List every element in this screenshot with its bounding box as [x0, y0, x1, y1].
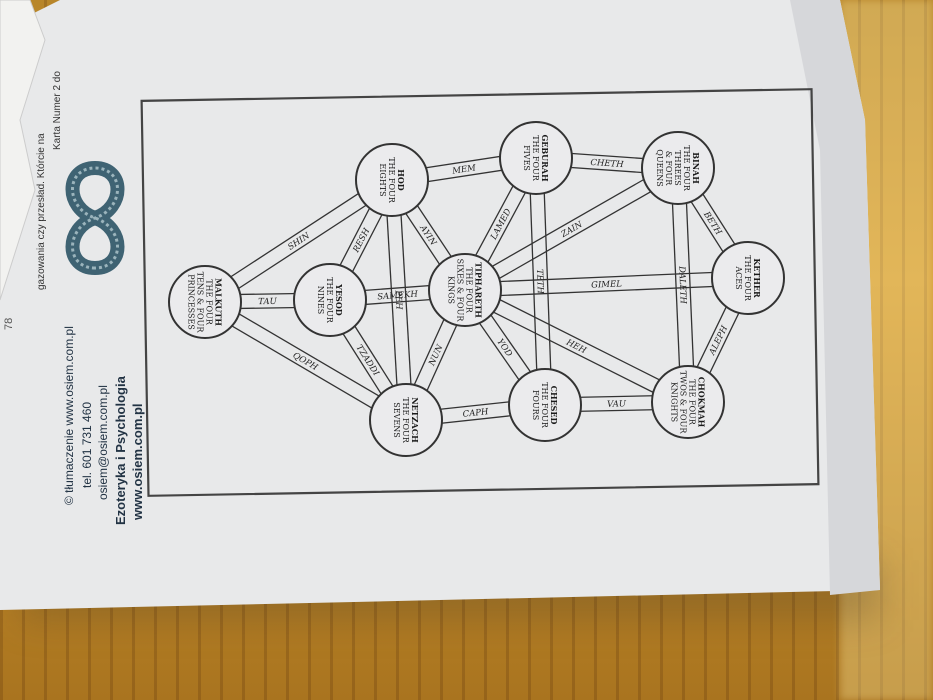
- sephira-chesed: CHESEDTHE FOURFOURS: [508, 368, 582, 442]
- sephira-yesod: YESODTHE FOURNINES: [293, 263, 367, 337]
- sephira-label: GEBURAHTHE FOURFIVES: [522, 134, 550, 182]
- path-daleth: DALETH: [670, 167, 696, 403]
- path-teth: TETH: [528, 157, 553, 406]
- sephira-label: NETZACHTHE FOURSEVENS: [392, 397, 420, 444]
- path-label: CAPH: [462, 407, 489, 420]
- path-label: VAU: [607, 399, 627, 409]
- sephira-label: BINAHTHE FOURTHREES& FOURQUEENS: [655, 145, 701, 192]
- sephira-malkuth: MALKUTHTHE FOURTENS & FOURPRINCESSES: [168, 265, 242, 339]
- sephira-binah: BINAHTHE FOURTHREES& FOURQUEENS: [641, 131, 715, 205]
- sephira-label: TIPHARETHTHE FOURSIXES & FOURKINGS: [447, 259, 484, 323]
- path-label: MEM: [451, 163, 477, 177]
- sephira-label: MALKUTHTHE FOURTENS & FOURPRINCESSES: [187, 272, 224, 334]
- path-peh: PEH: [384, 179, 414, 421]
- page-number: 78: [3, 317, 15, 330]
- path-gimel: GIMEL: [464, 270, 749, 298]
- path-label: PEH: [392, 289, 403, 310]
- torn-text-line2: gazowania czy przesład. Którcie na: [36, 133, 47, 290]
- infinity-logo: [65, 160, 125, 276]
- sephira-kether: KETHERTHE FOURACES: [711, 241, 785, 315]
- diagram-frame: [140, 88, 820, 497]
- path-label: TAU: [258, 297, 278, 307]
- sephira-hod: HODTHE FOUREIGHTS: [355, 143, 429, 217]
- path-label: GIMEL: [591, 279, 622, 290]
- sephira-label: CHESEDTHE FOURFOURS: [531, 382, 559, 429]
- torn-text-line1: Karta Numer 2 do: [52, 71, 63, 150]
- sephira-label: YESODTHE FOURNINES: [316, 277, 344, 324]
- path-label: TETH: [534, 269, 545, 295]
- sephira-chokmah: CHOKMAHTHE FOURTWOS & FOURKNIGHTS: [651, 365, 725, 439]
- path-label: CHETH: [590, 158, 624, 170]
- sephira-geburah: GEBURAHTHE FOURFIVES: [499, 121, 573, 195]
- path-zain: ZAIN: [461, 161, 682, 297]
- sephira-label: KETHERTHE FOURACES: [734, 255, 762, 302]
- torn-flap: [0, 0, 46, 301]
- imprint-publisher: Ezoteryka i Psychologia: [113, 376, 128, 525]
- sephira-netzach: NETZACHTHE FOURSEVENS: [369, 383, 443, 457]
- path-label: DALETH: [676, 265, 688, 305]
- sephira-tiphareth: TIPHARETHTHE FOURSIXES & FOURKINGS: [428, 253, 502, 327]
- sephira-label: CHOKMAHTHE FOURTWOS & FOURKNIGHTS: [670, 371, 707, 435]
- imprint-translation: © tłumaczenie www.osiem.com.pl: [62, 326, 76, 505]
- sephira-label: HODTHE FOUREIGHTS: [378, 157, 406, 204]
- imprint-phone: tel. 601 731 460: [80, 401, 94, 488]
- path-qoph: QOPH: [201, 295, 410, 427]
- imprint-email: osiem@osiem.com.pl: [96, 385, 110, 500]
- path-label: SAMEKH: [377, 289, 419, 302]
- paper-fold-shade: [790, 0, 880, 595]
- imprint-website: www.osiem.com.pl: [130, 403, 145, 520]
